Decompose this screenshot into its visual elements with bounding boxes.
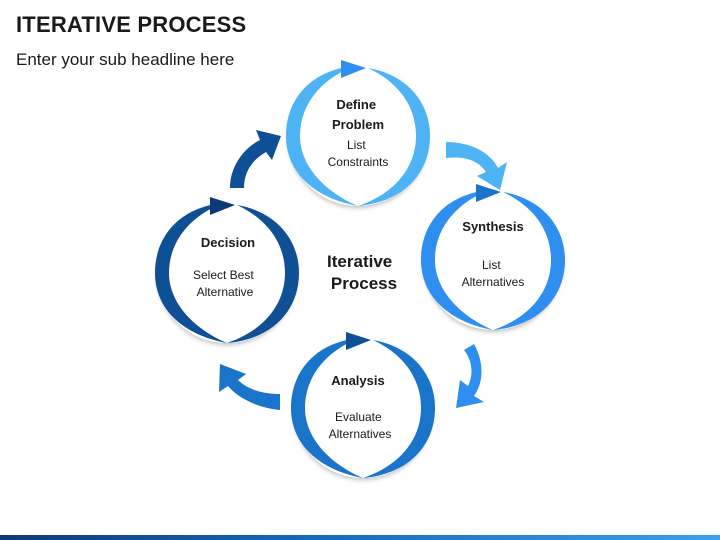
svg-text:Analysis: Analysis — [331, 373, 384, 388]
center-label-line-2: Process — [331, 274, 397, 293]
page-title: ITERATIVE PROCESS — [16, 12, 247, 37]
synthesis-ring-left — [421, 190, 493, 330]
svg-text:Select Best Alternative: Select Best Alternative — [193, 268, 257, 299]
arrow-analysis-to-decision — [219, 364, 280, 410]
analysis-sub-1: Evaluate — [335, 410, 382, 424]
define-problem-sub-2: Constraints — [328, 155, 389, 169]
analysis-ring-arrowhead — [346, 332, 371, 350]
synthesis-ring-right — [493, 192, 565, 330]
decision-ring-left — [155, 203, 227, 343]
synthesis-sub-2: Alternatives — [462, 275, 525, 289]
arrow-decision-to-define — [230, 130, 281, 188]
define-problem-sub-1: List — [347, 138, 366, 152]
node-analysis: Analysis Evaluate Alternatives — [291, 332, 435, 478]
define-problem-ring-arrowhead — [341, 60, 366, 78]
arrow-synthesis-to-analysis — [456, 344, 484, 408]
svg-text:Iterative Process: Iterative Process — [327, 252, 397, 293]
svg-text:List Constraints: List Constraints — [328, 138, 389, 169]
arrow-define-to-synthesis — [446, 142, 507, 190]
decision-sub-2: Alternative — [197, 285, 254, 299]
node-define-problem: Define Problem List Constraints — [286, 60, 430, 206]
decision-sub-1: Select Best — [193, 268, 254, 282]
svg-text:Define Problem: Define Problem — [332, 97, 384, 132]
define-problem-title-1: Define — [336, 97, 376, 112]
node-decision: Decision Select Best Alternative — [155, 197, 299, 343]
page-subtitle: Enter your sub headline here — [16, 50, 235, 69]
define-problem-title-2: Problem — [332, 117, 384, 132]
node-synthesis: Synthesis List Alternatives — [421, 184, 565, 330]
decision-title: Decision — [201, 235, 255, 250]
synthesis-ring-arrowhead — [476, 184, 501, 202]
svg-text:List Alternatives: List Alternatives — [462, 258, 525, 289]
footer-accent-bar — [0, 535, 720, 540]
define-problem-ring-left — [286, 66, 358, 206]
svg-text:Evaluate Alternatives: Evaluate Alternatives — [329, 410, 392, 441]
svg-text:Decision: Decision — [201, 235, 255, 250]
define-problem-ring-right — [358, 68, 430, 206]
analysis-title: Analysis — [331, 373, 384, 388]
svg-text:Synthesis: Synthesis — [462, 219, 523, 234]
analysis-sub-2: Alternatives — [329, 427, 392, 441]
analysis-ring-left — [291, 338, 363, 478]
decision-ring-arrowhead — [210, 197, 235, 215]
decision-ring-right — [227, 205, 299, 343]
analysis-ring-right — [363, 340, 435, 478]
center-label-line-1: Iterative — [327, 252, 392, 271]
synthesis-sub-1: List — [482, 258, 501, 272]
synthesis-title: Synthesis — [462, 219, 523, 234]
